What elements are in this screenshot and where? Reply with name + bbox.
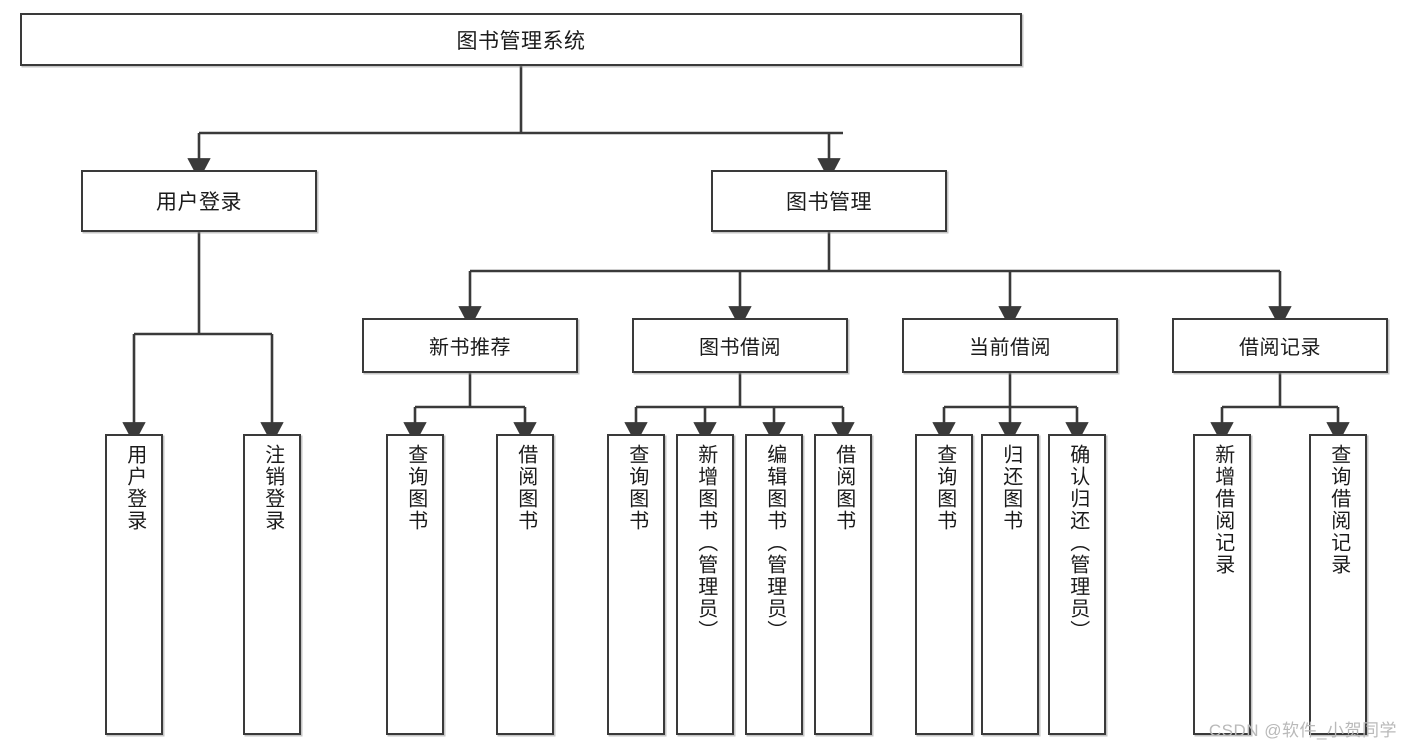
node-label: 借阅图书	[514, 444, 537, 532]
node-label: 新增图书（管理员）	[694, 444, 717, 642]
node-label: 查询借阅记录	[1327, 444, 1350, 576]
leaf-book-borrow-edit[interactable]: 编辑图书（管理员）	[745, 434, 803, 735]
node-root-system[interactable]: 图书管理系统	[20, 13, 1022, 66]
node-label: 归还图书	[999, 444, 1022, 532]
node-label: 查询图书	[404, 444, 427, 532]
csdn-watermark: CSDN @软件_小贺同学	[1208, 721, 1397, 740]
leaf-user-login-login[interactable]: 用户登录	[105, 434, 163, 735]
node-new-book-recommend[interactable]: 新书推荐	[362, 318, 578, 373]
node-borrow-record[interactable]: 借阅记录	[1172, 318, 1388, 373]
node-label: 图书借阅	[699, 337, 781, 359]
node-label: 用户登录	[123, 444, 146, 532]
node-label: 查询图书	[625, 444, 648, 532]
leaf-new-book-query[interactable]: 查询图书	[386, 434, 444, 735]
node-label: 图书管理系统	[456, 29, 586, 53]
node-book-borrow[interactable]: 图书借阅	[632, 318, 848, 373]
leaf-current-borrow-confirm-return[interactable]: 确认归还（管理员）	[1048, 434, 1106, 735]
leaf-book-borrow-query[interactable]: 查询图书	[607, 434, 665, 735]
node-label: 注销登录	[261, 444, 284, 532]
node-label: 编辑图书（管理员）	[763, 444, 786, 642]
node-user-login[interactable]: 用户登录	[81, 170, 317, 232]
leaf-new-book-borrow[interactable]: 借阅图书	[496, 434, 554, 735]
node-label: 借阅记录	[1239, 337, 1321, 359]
node-current-borrow[interactable]: 当前借阅	[902, 318, 1118, 373]
leaf-user-login-logout[interactable]: 注销登录	[243, 434, 301, 735]
node-label: 查询图书	[933, 444, 956, 532]
leaf-current-borrow-query[interactable]: 查询图书	[915, 434, 973, 735]
node-label: 新书推荐	[429, 337, 511, 359]
leaf-borrow-record-query[interactable]: 查询借阅记录	[1309, 434, 1367, 735]
node-label: 确认归还（管理员）	[1066, 444, 1089, 642]
leaf-book-borrow-add[interactable]: 新增图书（管理员）	[676, 434, 734, 735]
node-book-management[interactable]: 图书管理	[711, 170, 947, 232]
leaf-borrow-record-add[interactable]: 新增借阅记录	[1193, 434, 1251, 735]
node-label: 借阅图书	[832, 444, 855, 532]
leaf-current-borrow-return[interactable]: 归还图书	[981, 434, 1039, 735]
node-label: 当前借阅	[969, 337, 1051, 359]
node-label: 用户登录	[156, 191, 242, 214]
node-label: 新增借阅记录	[1211, 444, 1234, 576]
leaf-book-borrow-borrow[interactable]: 借阅图书	[814, 434, 872, 735]
node-label: 图书管理	[786, 191, 872, 214]
